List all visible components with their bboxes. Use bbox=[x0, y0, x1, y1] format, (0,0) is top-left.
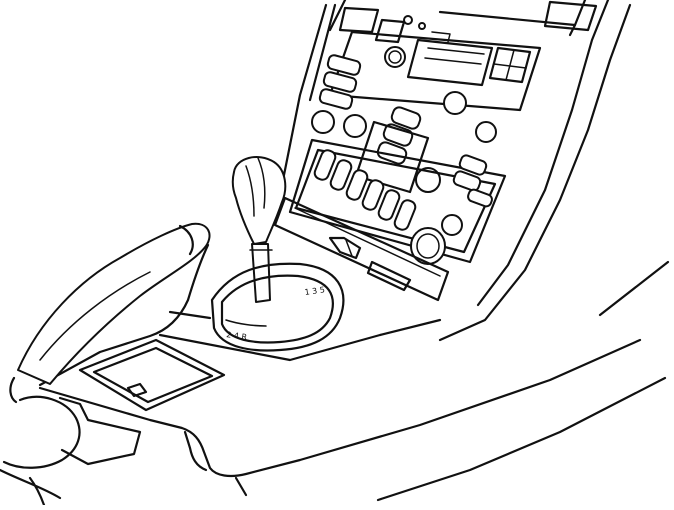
gear-shift-lever bbox=[231, 156, 287, 303]
climate-buttons bbox=[313, 149, 493, 231]
knob-icon bbox=[475, 121, 497, 143]
volume-knob-icon bbox=[384, 46, 406, 68]
left-button-column bbox=[318, 54, 362, 110]
knob-icon bbox=[415, 167, 441, 193]
gate-label-upper: 1 3 5 bbox=[304, 285, 325, 297]
knob-icon bbox=[343, 114, 367, 138]
shift-gate: 1 3 5 2 4 R bbox=[210, 262, 345, 352]
cupholder-area bbox=[0, 395, 142, 507]
upper-vent bbox=[338, 0, 598, 34]
radio-panel bbox=[328, 15, 542, 112]
gear-knob bbox=[231, 156, 287, 245]
console-body bbox=[38, 243, 670, 502]
cassette-slot bbox=[406, 38, 494, 87]
control-knobs bbox=[311, 91, 497, 236]
knob-icon bbox=[311, 110, 335, 134]
lower-stack-trim bbox=[273, 196, 450, 302]
climate-panel bbox=[288, 138, 507, 264]
knob-icon bbox=[441, 214, 463, 236]
gate-label-lower: 2 4 R bbox=[226, 330, 248, 342]
hazard-button bbox=[328, 236, 362, 260]
tray-latch bbox=[126, 382, 148, 398]
storage-tray bbox=[78, 338, 226, 412]
gear-shaft bbox=[251, 243, 271, 303]
knob-icon bbox=[443, 91, 467, 115]
parking-brake bbox=[9, 222, 211, 404]
